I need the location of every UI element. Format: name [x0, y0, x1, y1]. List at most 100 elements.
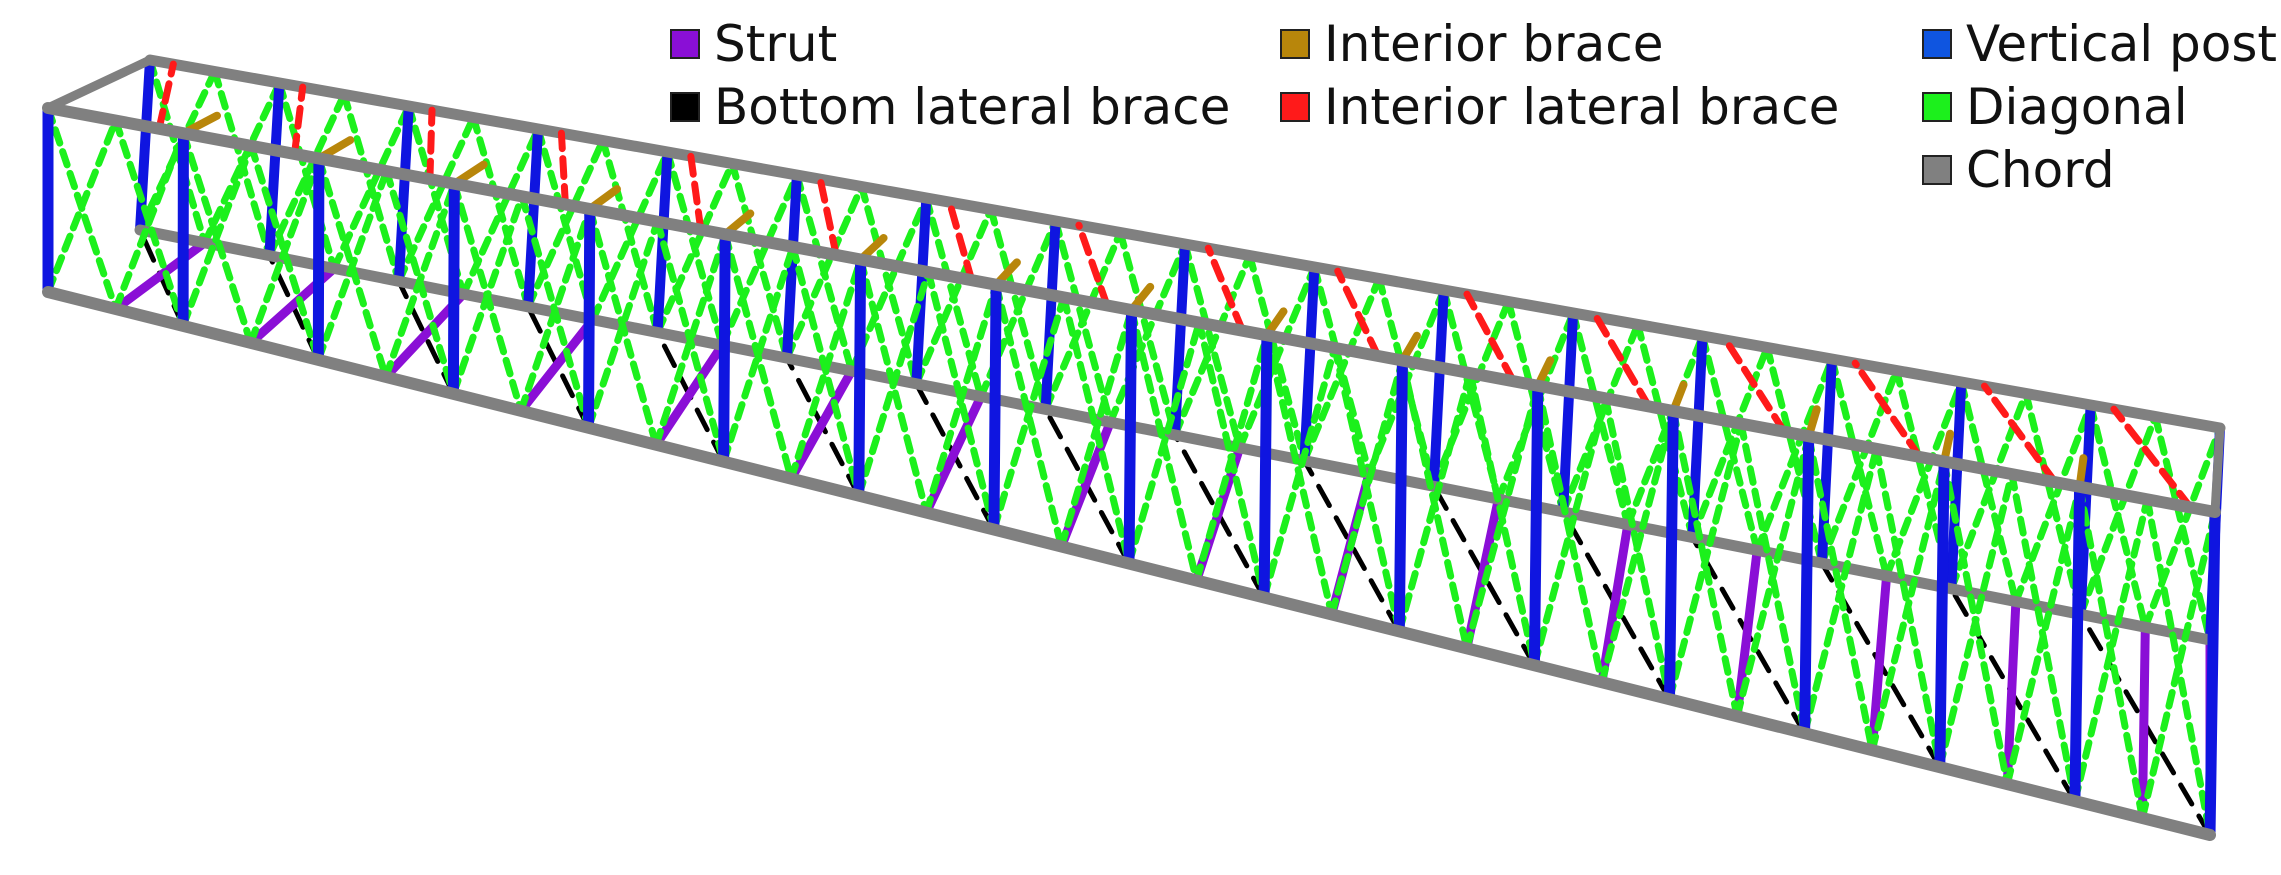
- legend-item-interior-brace: Interior brace: [1280, 14, 1663, 74]
- front-vertical-post: [718, 228, 731, 468]
- legend-swatch-strut: [670, 29, 700, 59]
- rear-diagonal: [265, 91, 348, 260]
- rear-vertical-post: [393, 101, 414, 287]
- strut: [1732, 545, 1762, 721]
- front-diagonal: [922, 281, 1000, 517]
- interior-lateral-brace: [687, 152, 705, 234]
- legend-swatch-chord: [1922, 155, 1952, 185]
- rear-vertical-post: [1428, 285, 1449, 492]
- interior-lateral-brace: [816, 175, 840, 259]
- front-vertical-post: [853, 254, 867, 502]
- rear-diagonal: [1106, 240, 1189, 426]
- rear-diagonal: [912, 206, 995, 388]
- interior-lateral-brace: [2110, 405, 2195, 511]
- rear-diagonal: [654, 160, 736, 336]
- rear-vertical-post: [1040, 216, 1061, 415]
- rear-diagonal: [2141, 424, 2224, 631]
- front-diagonal: [1666, 420, 1745, 703]
- legend-label-interior-lateral-brace: Interior lateral brace: [1324, 78, 1840, 136]
- front-vertical-post: [312, 153, 325, 366]
- front-vertical-post: [1799, 430, 1815, 739]
- legend-item-interior-lateral-brace: Interior lateral brace: [1280, 77, 1839, 137]
- front-diagonal: [1395, 369, 1474, 635]
- interior-lateral-brace: [426, 106, 436, 183]
- front-diagonal: [1193, 331, 1271, 584]
- rear-diagonal: [524, 137, 607, 311]
- legend-swatch-vertical-post: [1922, 29, 1952, 59]
- strut: [651, 340, 727, 450]
- front-vertical-post: [1664, 405, 1679, 705]
- interior-lateral-brace: [1075, 221, 1111, 309]
- front-diagonal: [1733, 432, 1813, 720]
- front-diagonal: [1669, 407, 1741, 720]
- front-diagonal: [112, 129, 187, 313]
- legend-label-interior-brace: Interior brace: [1324, 15, 1664, 73]
- front-diagonal: [1530, 394, 1609, 669]
- front-diagonal: [517, 205, 594, 415]
- strut: [111, 238, 210, 314]
- front-vertical-post: [2204, 506, 2221, 841]
- front-diagonal: [924, 268, 998, 534]
- rear-diagonal: [1171, 252, 1254, 439]
- legend-label-bottom-lateral-brace: Bottom lateral brace: [714, 78, 1231, 136]
- rear-vertical-post: [1558, 308, 1579, 517]
- front-diagonal: [179, 142, 255, 330]
- front-diagonal: [44, 117, 120, 296]
- interior-lateral-brace: [1334, 267, 1382, 360]
- front-diagonal: [1260, 344, 1339, 601]
- rear-diagonal: [136, 68, 219, 234]
- rear-diagonal: [589, 148, 671, 324]
- front-vertical-post: [1123, 304, 1137, 569]
- front-diagonal: [1936, 470, 2016, 771]
- rear-vertical-post: [1946, 377, 1967, 594]
- front-diagonal: [1125, 319, 1203, 567]
- interior-lateral-brace: [946, 198, 976, 284]
- rear-vertical-post: [1299, 262, 1320, 466]
- legend-item-chord: Chord: [1922, 140, 2115, 200]
- front-diagonal: [1466, 369, 1538, 669]
- rear-diagonal: [1699, 332, 1761, 554]
- rear-diagonal: [1236, 263, 1318, 452]
- strut: [921, 392, 986, 518]
- front-diagonal: [1057, 306, 1135, 550]
- front-diagonal: [652, 230, 729, 449]
- legend-swatch-bottom-lateral-brace: [670, 92, 700, 122]
- front-vertical-post: [2069, 481, 2086, 807]
- interior-lateral-brace: [291, 83, 307, 158]
- bottom-lateral-brace: [1431, 483, 1537, 668]
- front-vertical-post: [1528, 380, 1544, 671]
- front-diagonal: [1463, 382, 1542, 652]
- rear-diagonal: [783, 183, 866, 362]
- rear-vertical-post: [781, 170, 802, 364]
- rear-vertical-post: [264, 78, 285, 261]
- end-top-chord: [43, 55, 155, 113]
- front-vertical-post: [583, 203, 596, 434]
- front-diagonal: [449, 192, 526, 398]
- front-diagonal: [247, 155, 323, 347]
- front-bottom-chord: [42, 286, 2216, 841]
- strut: [1867, 571, 1892, 755]
- front-diagonal: [585, 218, 661, 432]
- legend-label-strut: Strut: [714, 15, 838, 73]
- front-vertical-post: [1934, 456, 1950, 773]
- rear-vertical-post: [1816, 354, 1837, 569]
- front-vertical-post: [988, 279, 1002, 536]
- front-diagonal: [2003, 483, 2084, 788]
- legend-item-diagonal: Diagonal: [1922, 77, 2188, 137]
- legend-label-vertical-post: Vertical post: [1966, 15, 2278, 73]
- front-diagonal: [1801, 445, 1880, 737]
- interior-lateral-brace: [1592, 313, 1653, 410]
- strut: [786, 366, 857, 484]
- front-diagonal: [990, 293, 1068, 534]
- front-vertical-post: [1258, 329, 1273, 603]
- legend-item-vertical-post: Vertical post: [1922, 14, 2277, 74]
- legend: Strut Bottom lateral brace Interior brac…: [0, 14, 2281, 204]
- front-diagonal: [2071, 495, 2151, 805]
- rear-diagonal: [330, 102, 413, 272]
- rear-top-chord: [144, 54, 2226, 434]
- interior-lateral-brace: [155, 60, 177, 133]
- front-vertical-post: [1393, 355, 1408, 637]
- front-diagonal: [314, 167, 391, 364]
- interior-lateral-brace: [1463, 290, 1517, 385]
- rear-diagonal: [718, 171, 801, 349]
